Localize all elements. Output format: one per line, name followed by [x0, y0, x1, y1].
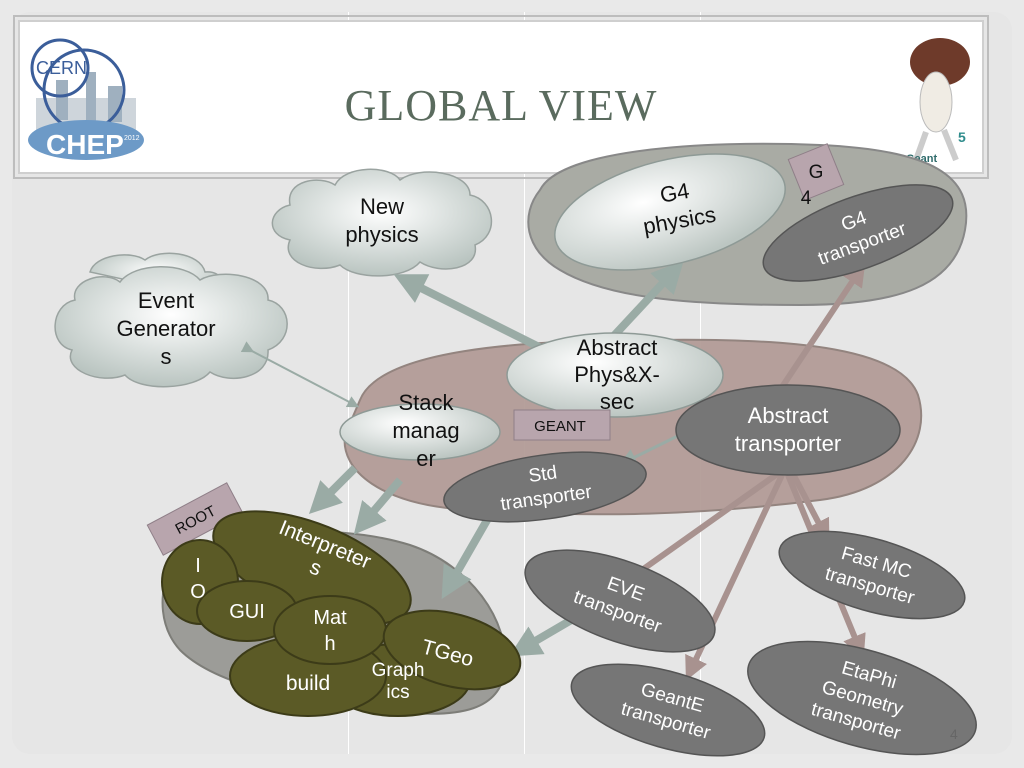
arrow-abstract-to-eve: [617, 469, 782, 588]
arrow-abstract-to-fastmc: [789, 470, 830, 544]
event-generators-cloud: [54, 252, 288, 388]
stack-manager-node: [339, 403, 501, 461]
arrow-std-to-tgeo: [441, 513, 494, 600]
geante-transporter-node: [570, 663, 766, 757]
gui-label: GUI: [229, 601, 265, 623]
svg-text:2012: 2012: [124, 135, 140, 142]
geant-logo: Geant 5: [906, 38, 970, 165]
cern-chep-logo: CERN CHEP 2012: [28, 38, 144, 160]
svg-text:CHEP: CHEP: [46, 129, 124, 160]
geant-tag-label: GEANT: [534, 418, 586, 435]
g4-physics-node: [554, 153, 786, 271]
etaphi-transporter-label: EtaPhiGeometrytransporter: [809, 653, 917, 745]
g4-transporter-node: [762, 184, 954, 282]
arrow-stack-to-root: [308, 465, 358, 515]
svg-text:CERN: CERN: [36, 58, 87, 78]
title-bar: GLOBAL VIEW CERN CHEP 2012 Geant 5: [13, 15, 989, 179]
etaphi-transporter-node: [747, 640, 977, 756]
arrow-abstract-to-g4: [777, 262, 866, 392]
std-transporter-node: [443, 451, 647, 523]
abstract-phys-node: [506, 332, 724, 418]
abstract-transporter-node: [675, 384, 901, 476]
arrow-event-stack: [240, 341, 360, 408]
slide-title: GLOBAL VIEW: [344, 81, 658, 130]
eve-transporter-node: [524, 549, 716, 653]
arrow-stack-to-root-2: [353, 477, 404, 535]
arrow-to-new-physics: [393, 274, 557, 359]
tgeo-node: [382, 609, 522, 691]
build-label: build: [286, 672, 330, 695]
page-number: 4: [950, 726, 958, 742]
svg-text:5: 5: [958, 129, 966, 145]
geant-tag: [513, 409, 611, 441]
new-physics-cloud: [271, 168, 492, 277]
root-tag: [146, 482, 244, 556]
arrow-to-g4-physics: [607, 260, 684, 343]
g4-tag: [787, 143, 845, 201]
fastmc-transporter-node: [778, 530, 966, 620]
